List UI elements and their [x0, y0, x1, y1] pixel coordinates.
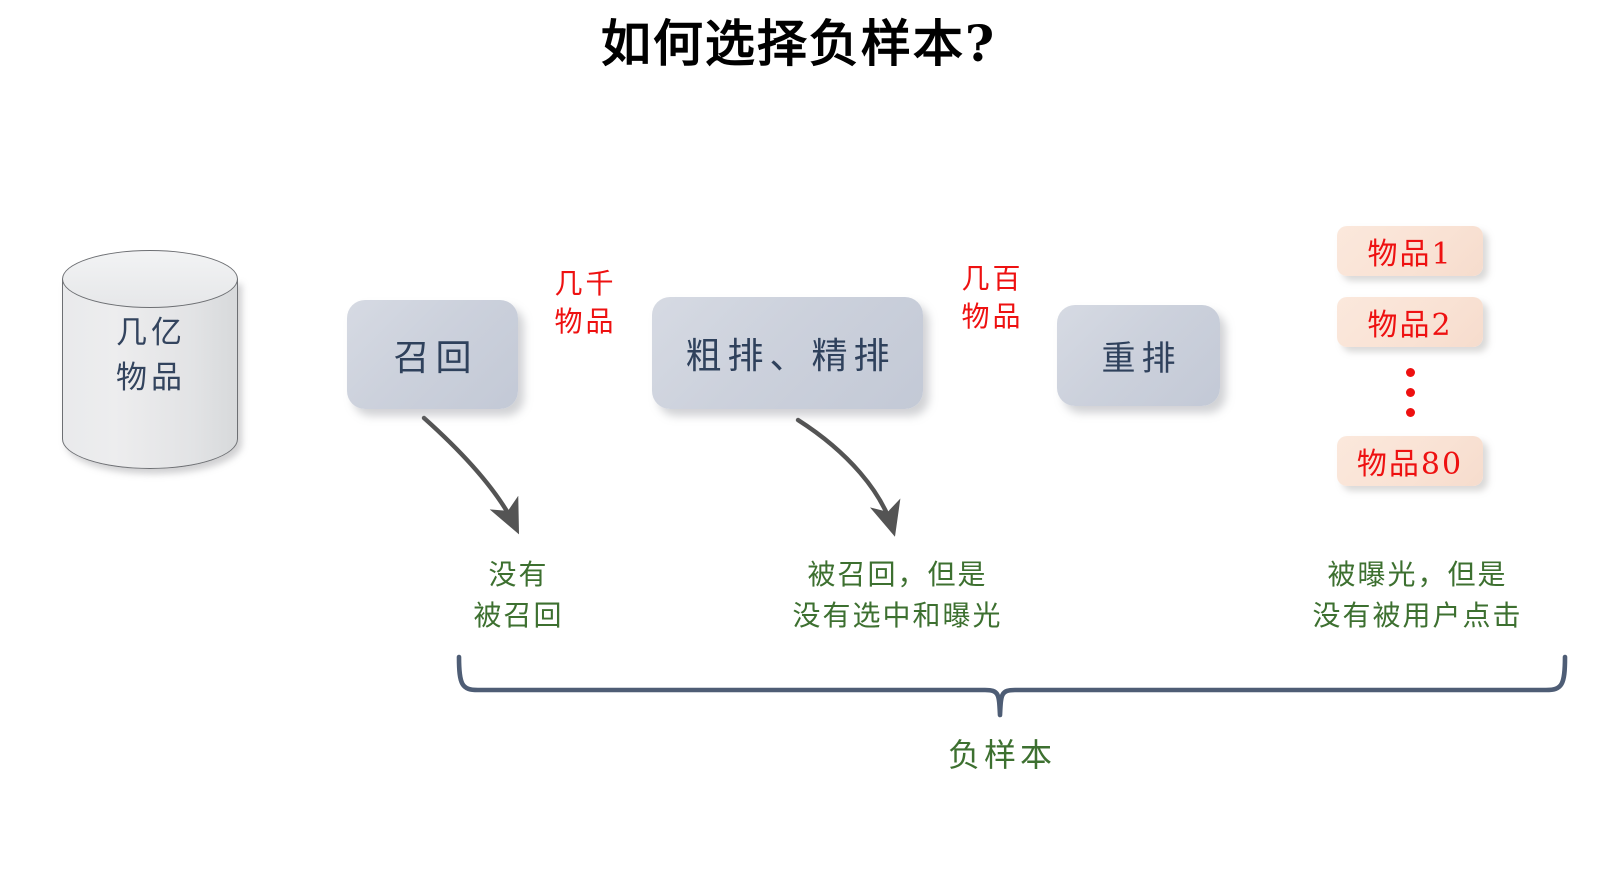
cylinder-body	[62, 279, 238, 469]
curve-arrow-not-exposed	[795, 417, 901, 537]
item-box-1[interactable]: 物品1	[1337, 226, 1483, 276]
item-box-2[interactable]: 物品2	[1337, 297, 1483, 347]
item-box-80[interactable]: 物品80	[1337, 436, 1483, 486]
flow-label-hundreds-line1: 几百	[961, 262, 1024, 295]
note-not-exposed-line2: 没有选中和曝光	[792, 598, 1003, 632]
note-not-clicked: 被曝光，但是 没有被用户点击	[1275, 555, 1560, 636]
note-not-recalled: 没有 被召回	[406, 555, 631, 636]
curve-arrow-not-recalled	[421, 415, 520, 535]
note-not-exposed-line1: 被召回，但是	[807, 558, 988, 591]
stage-box-recall[interactable]: 召回	[347, 300, 518, 409]
flow-label-hundreds-line2: 物品	[961, 299, 1024, 333]
flow-label-thousands-line1: 几千	[554, 267, 617, 300]
cylinder-label-line2: 物品	[116, 359, 186, 396]
source-database-cylinder: 几亿 物品	[62, 249, 240, 471]
ellipsis-dot	[1405, 368, 1415, 377]
page-title: 如何选择负样本?	[600, 14, 997, 73]
ellipsis-dot	[1405, 388, 1415, 397]
cylinder-top-ellipse	[62, 250, 238, 308]
cylinder-label-line1: 几亿	[116, 315, 186, 351]
ellipsis-dot	[1405, 408, 1415, 417]
negative-sample-brace	[456, 654, 1568, 718]
cylinder-label: 几亿 物品	[62, 311, 240, 401]
vertical-ellipsis-icon	[1337, 368, 1483, 428]
negative-sample-brace-label: 负样本	[947, 736, 1056, 774]
stage-box-ranking[interactable]: 粗排、精排	[652, 297, 923, 409]
note-not-clicked-line2: 没有被用户点击	[1312, 598, 1523, 632]
note-not-recalled-line2: 被召回	[473, 598, 564, 632]
flow-label-hundreds: 几百 物品	[925, 260, 1060, 336]
note-not-exposed: 被召回，但是 没有选中和曝光	[760, 555, 1035, 636]
note-not-clicked-line1: 被曝光，但是	[1327, 558, 1508, 591]
flow-label-thousands-line2: 物品	[554, 304, 617, 338]
note-not-recalled-line1: 没有	[488, 558, 549, 591]
stage-box-rerank[interactable]: 重排	[1057, 305, 1220, 406]
flow-label-thousands: 几千 物品	[518, 265, 653, 341]
